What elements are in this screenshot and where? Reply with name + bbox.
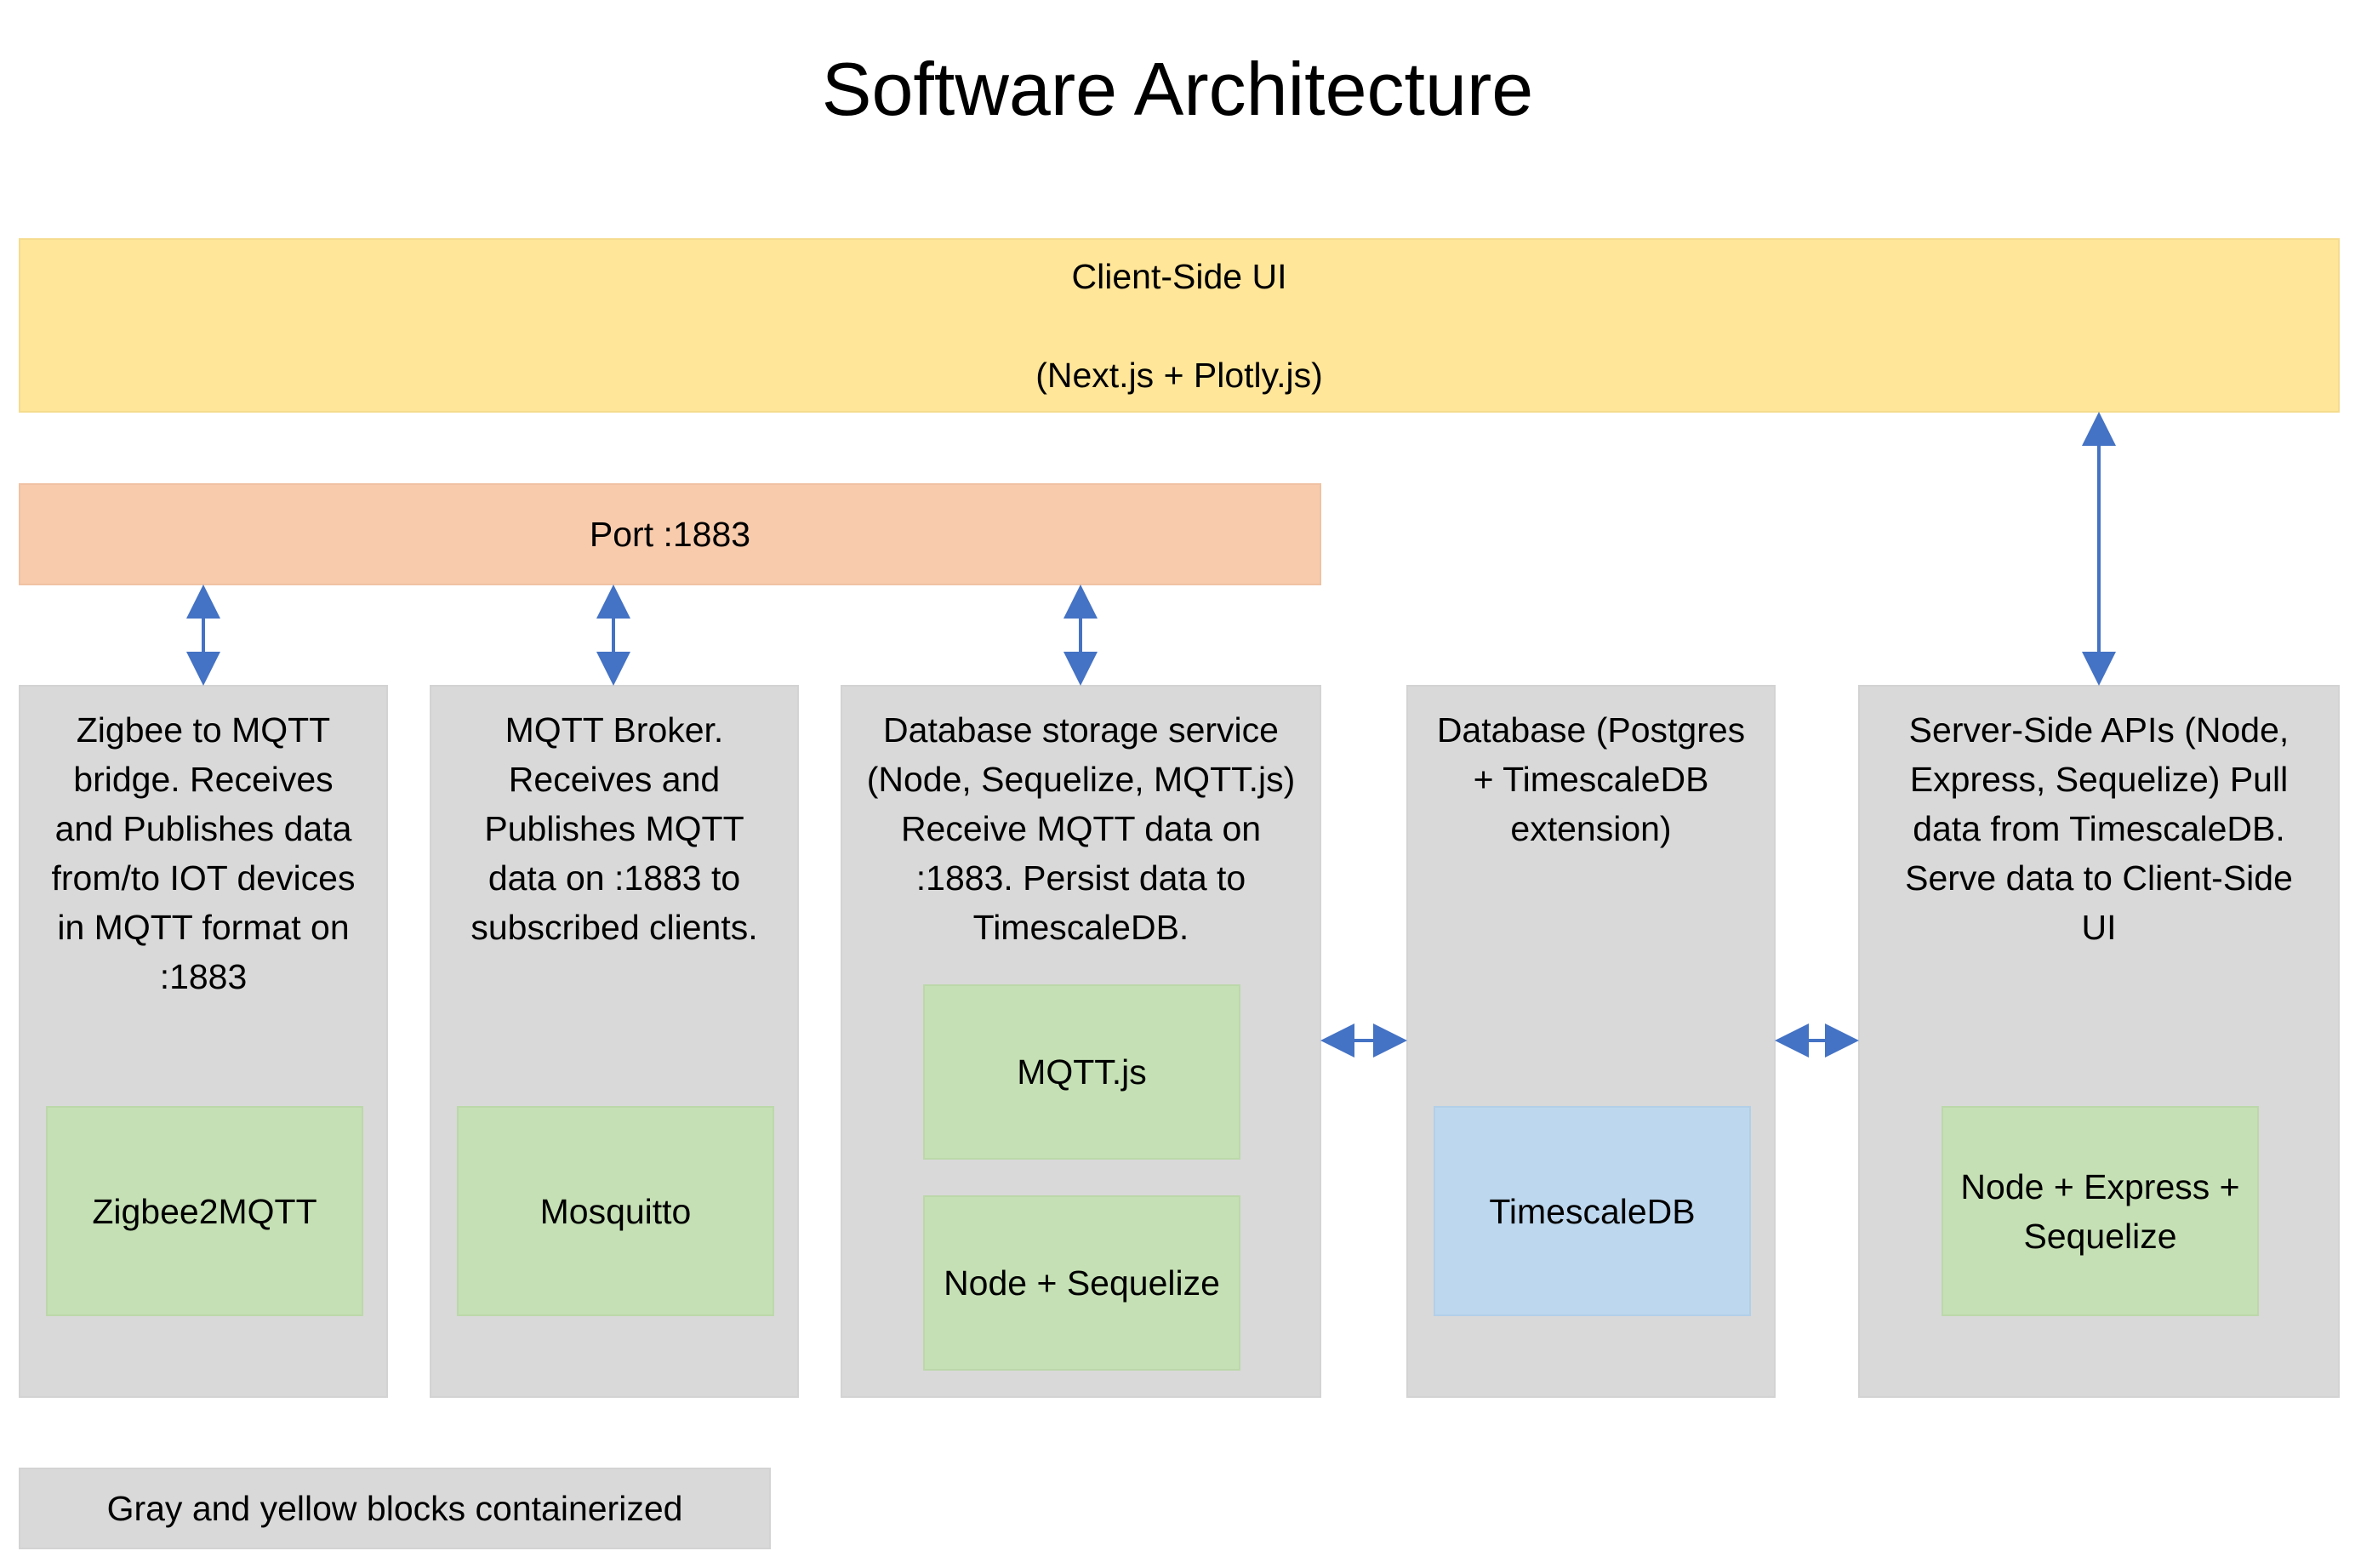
zigbee-bridge-description: Zigbee to MQTT bridge. Receives and Publ… [51, 710, 356, 996]
server-side-apis-container: Server-Side APIs (Node, Express, Sequeli… [1858, 685, 2340, 1398]
zigbee2mqtt-component: Zigbee2MQTT [46, 1106, 363, 1316]
mqtt-broker-container: MQTT Broker. Receives and Publishes MQTT… [430, 685, 799, 1398]
db-storage-service-container: Database storage service (Node, Sequeliz… [841, 685, 1321, 1398]
database-description: Database (Postgres + TimescaleDB extensi… [1436, 710, 1746, 848]
legend-label: Gray and yellow blocks containerized [106, 1489, 683, 1528]
node-express-sequelize-component: Node + Express + Sequelize [1942, 1106, 2259, 1316]
client-ui-tech: (Next.js + Plotly.js) [1035, 355, 1323, 395]
mosquitto-component: Mosquitto [457, 1106, 774, 1316]
node-sequelize-component: Node + Sequelize [923, 1195, 1240, 1371]
port-1883-block: Port :1883 [19, 483, 1321, 585]
mqttjs-component: MQTT.js [923, 984, 1240, 1160]
server-side-apis-description: Server-Side APIs (Node, Express, Sequeli… [1905, 710, 2293, 947]
port-label: Port :1883 [589, 515, 751, 554]
diagram-title: Software Architecture [821, 47, 1534, 131]
db-storage-service-description: Database storage service (Node, Sequeliz… [866, 710, 1296, 947]
client-ui-label: Client-Side UI [1071, 256, 1287, 296]
mqtt-broker-description: MQTT Broker. Receives and Publishes MQTT… [470, 710, 758, 947]
client-side-ui-block: Client-Side UI (Next.js + Plotly.js) [19, 238, 2340, 413]
zigbee-bridge-container: Zigbee to MQTT bridge. Receives and Publ… [19, 685, 388, 1398]
legend-box: Gray and yellow blocks containerized [19, 1468, 771, 1549]
database-container: Database (Postgres + TimescaleDB extensi… [1406, 685, 1776, 1398]
timescaledb-component: TimescaleDB [1434, 1106, 1751, 1316]
